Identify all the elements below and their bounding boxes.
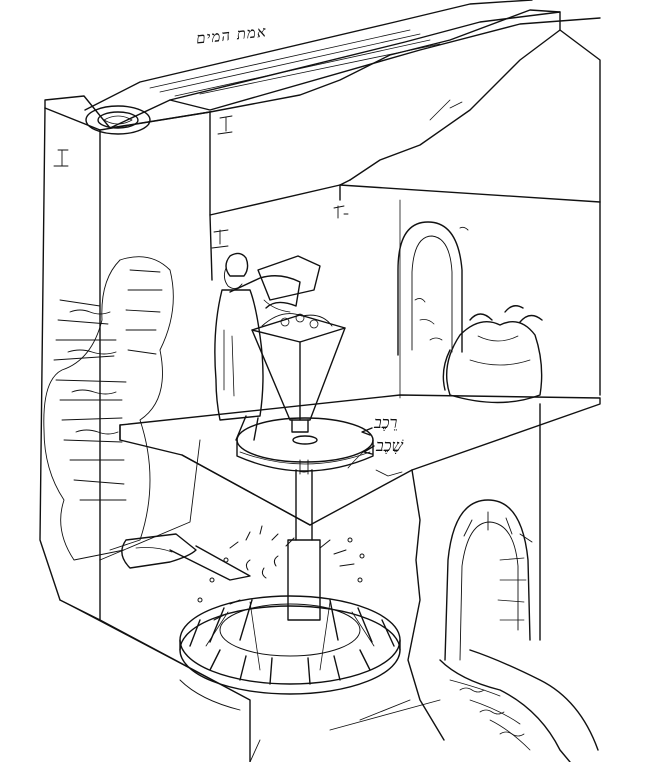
wall-brick-marks: [212, 206, 468, 248]
lower-tunnel-arch: [445, 500, 532, 660]
ground-lines: [60, 600, 440, 762]
grain-sacks: [443, 306, 542, 403]
water-chute: [122, 534, 250, 580]
outflow-stream: [440, 650, 598, 762]
central-axle: [288, 460, 320, 620]
exposed-brickwork: [44, 257, 174, 560]
millstone-pointers: [348, 428, 402, 476]
water-channel: [85, 0, 600, 134]
miller-figure: [215, 253, 320, 440]
upper-room: [210, 10, 600, 398]
upper-millstone-label: רֵכֶב: [374, 413, 398, 432]
water-wheel: [180, 596, 400, 694]
lower-millstone-label: שֶׁכֶב: [376, 436, 403, 455]
water-splash: [198, 526, 364, 620]
grain-hopper: [252, 314, 345, 432]
lower-room: [60, 404, 540, 762]
millstones: [237, 418, 373, 471]
left-tower-wall: [40, 96, 232, 600]
upper-doorway: [398, 222, 462, 355]
